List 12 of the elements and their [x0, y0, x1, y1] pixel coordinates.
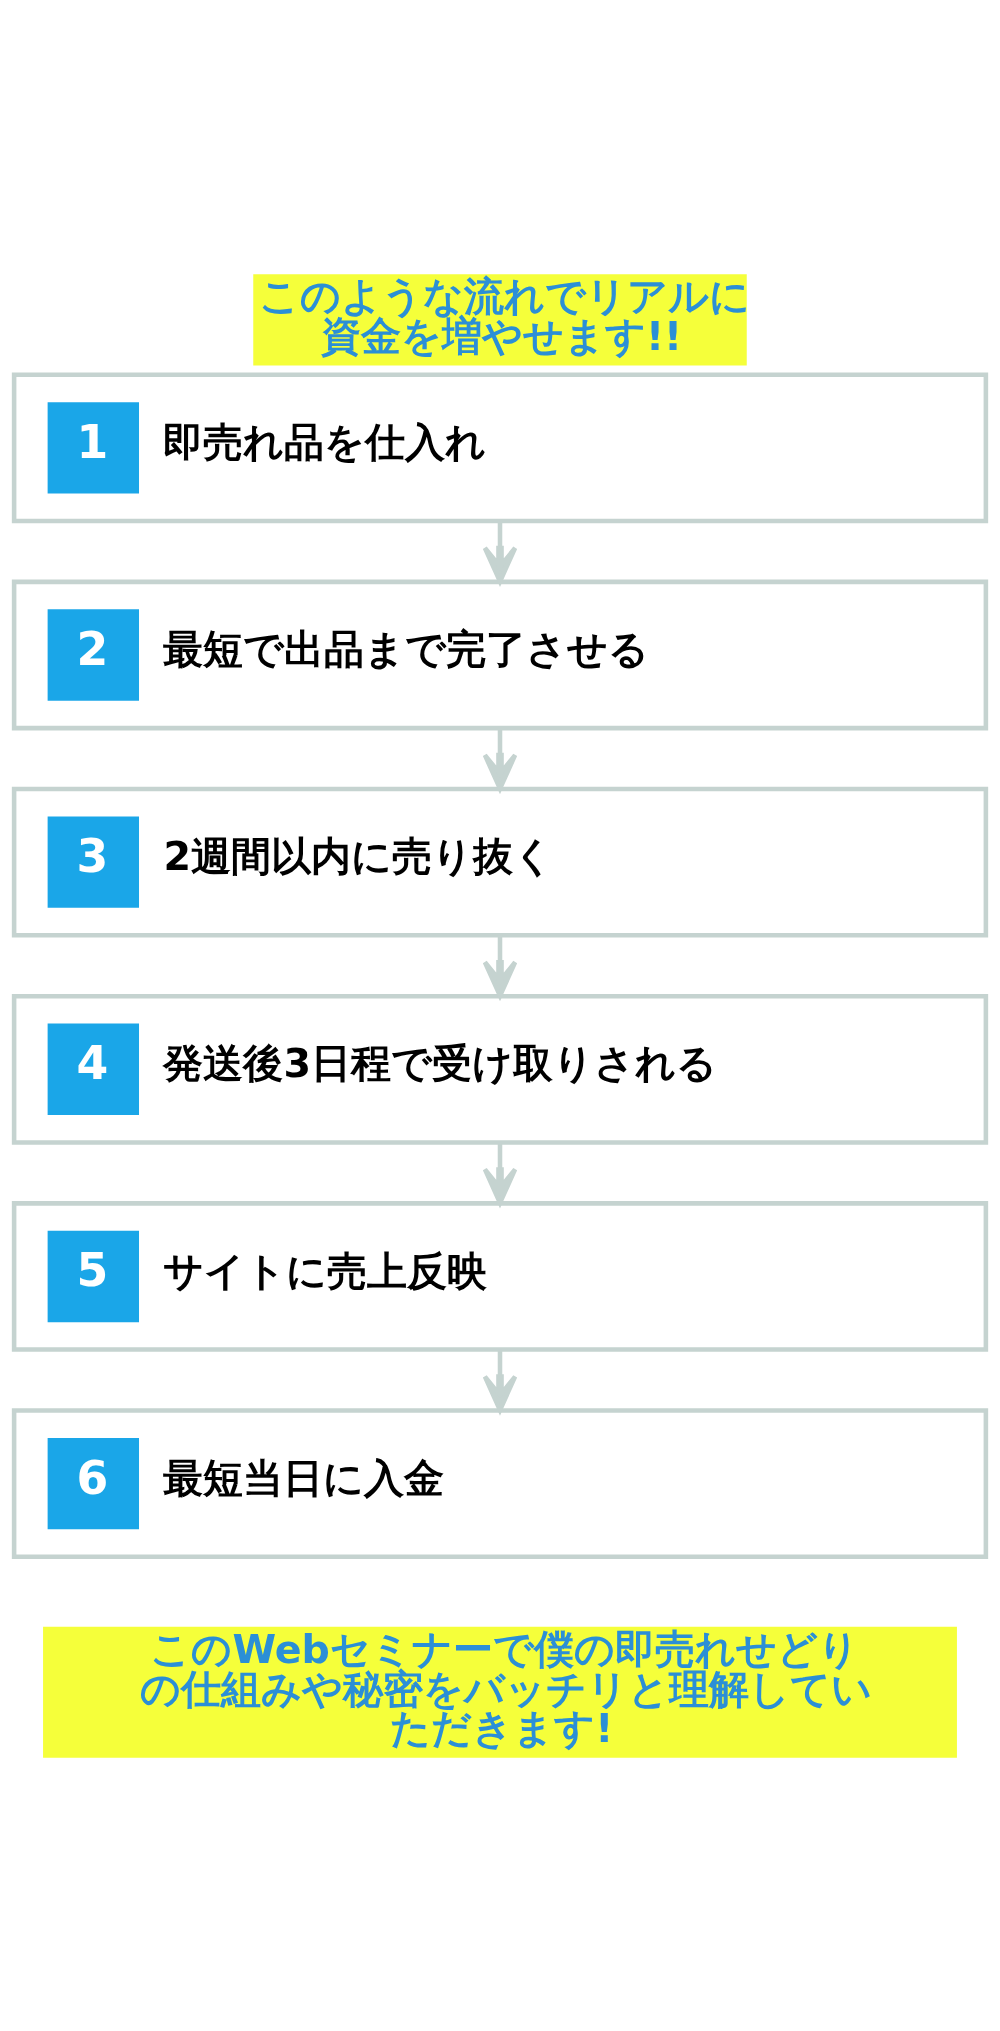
- node-box: 6 最短当日に入金: [11, 1407, 989, 1559]
- arrow: [482, 1142, 518, 1205]
- arrow: [482, 728, 518, 791]
- diagram-title: このような流れでリアルに資金を増やせます!!: [259, 272, 751, 359]
- node-box: 2 最短で出品まで完了させる: [11, 579, 989, 730]
- node-box: 5 サイトに売上反映: [11, 1200, 989, 1352]
- node-box: 1 即売れ品を仕入れ: [11, 371, 989, 523]
- arrow: [482, 520, 518, 584]
- caption: このWebセミナーで僕の即売れせどりの仕組みや秘密をバッチリと理解していただきます!: [139, 1625, 872, 1751]
- arrow: [482, 935, 518, 998]
- node-box: 4 発送後3日程で受け取りされる: [11, 993, 989, 1145]
- node-box: 3 2週間以内に売り抜く: [11, 786, 989, 938]
